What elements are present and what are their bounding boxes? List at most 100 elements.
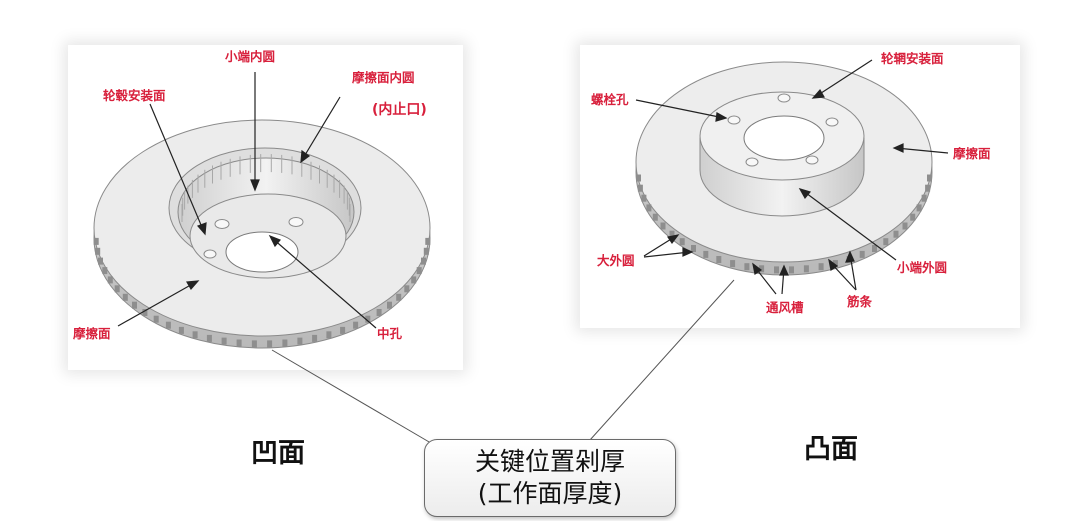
right-vent-slot (910, 213, 916, 221)
left-vent-slot (192, 331, 198, 339)
left-vent-slot (122, 293, 128, 301)
label-inner-stop: (内止口) (372, 102, 427, 118)
label-convex-face: 凸面 (804, 434, 858, 465)
leader-friction-face-left (117, 281, 197, 327)
right-vent-slot (789, 266, 794, 274)
label-center-hole: 中孔 (377, 326, 403, 341)
left-center-hole (225, 231, 299, 273)
right-vent-slot (927, 174, 932, 182)
left-vent-slot (98, 257, 103, 265)
label-friction-inner-circle: 摩擦面内圆 (352, 70, 415, 85)
left-vent-slot (153, 315, 159, 323)
left-vent-slot (404, 285, 410, 293)
connector-left (271, 349, 437, 447)
leader-hub-mount-right (814, 59, 873, 98)
label-hub-mount-face-right: 轮辋安装面 (881, 51, 944, 66)
left-vent-slot (411, 276, 417, 284)
label-hub-mount-face-left: 轮毂安装面 (103, 88, 166, 103)
right-vent-slot (774, 266, 779, 274)
left-vent-slot (421, 257, 426, 265)
left-vent-slots (93, 237, 431, 348)
left-brake-disc (93, 119, 431, 349)
left-vent-slot (353, 321, 359, 329)
right-vent-slot (730, 260, 736, 268)
left-vent-slot (165, 321, 171, 329)
leader-large-outer-circle-2 (643, 251, 691, 258)
right-vent-slot (818, 263, 824, 271)
leader-center-hole (271, 237, 377, 329)
right-vent-slot (859, 250, 865, 258)
right-vent-slot (703, 250, 709, 258)
left-vent-slot (178, 326, 184, 334)
label-small-end-inner-circle: 小端内圆 (225, 49, 276, 64)
right-vent-slot (641, 194, 647, 202)
left-vent-slot (297, 337, 303, 345)
right-bolt-hole-2 (777, 93, 791, 103)
left-bolt-hole-3 (203, 249, 217, 259)
right-vent-slot (669, 230, 675, 238)
right-vent-slots (636, 174, 932, 274)
left-vent-slot (376, 309, 382, 316)
right-center-hole (743, 115, 825, 161)
left-vent-slot (387, 301, 392, 309)
left-vent-slot (251, 340, 257, 348)
right-vent-slot (636, 174, 641, 182)
right-vent-slot (744, 263, 750, 271)
right-vent-slot (883, 238, 889, 246)
leader-bolt-hole (635, 99, 725, 119)
right-vent-slot (679, 238, 685, 246)
label-friction-face-left: 摩擦面 (73, 326, 111, 341)
label-friction-face-right: 摩擦面 (953, 146, 991, 161)
left-vent-slot (236, 339, 242, 347)
right-brake-disc (635, 61, 933, 276)
right-vent-slot (916, 204, 922, 212)
right-vent-slot (921, 194, 927, 202)
callout-line-1: 关键位置剁厚 (474, 447, 625, 476)
left-vent-slot (142, 309, 148, 316)
left-bolt-hole-1 (214, 219, 230, 229)
right-bolt-hole-3 (825, 117, 839, 127)
left-vent-slot (132, 301, 137, 309)
left-vent-slot (221, 337, 227, 345)
right-vent-slot (832, 260, 838, 268)
leader-friction-inner-circle (301, 96, 341, 161)
left-vent-slot (206, 334, 212, 342)
label-small-end-outer-circle: 小端外圆 (897, 260, 948, 275)
left-vent-slot (93, 237, 99, 245)
left-vent-slot (114, 285, 120, 293)
callout-connectors (271, 279, 735, 447)
label-large-outer-circle: 大外圆 (597, 253, 635, 268)
left-inner-ribs (181, 154, 351, 222)
left-vent-slot (340, 326, 346, 334)
right-bolt-hole-1 (727, 115, 741, 125)
left-vent-slot (95, 247, 101, 255)
right-bolt-hole-5 (745, 157, 759, 167)
right-vent-slot (893, 230, 899, 238)
callout-line-2: (工作面厚度) (477, 479, 623, 508)
left-vent-slot (425, 237, 431, 245)
right-vent-slot (925, 184, 931, 192)
right-vent-slot (637, 184, 643, 192)
label-bolt-hole: 螺栓孔 (591, 92, 629, 107)
right-vent-slot (759, 265, 765, 273)
right-vent-slot (872, 245, 877, 252)
leader-friction-face-right (895, 147, 949, 154)
left-vent-slot (102, 267, 108, 275)
right-vent-slot (902, 222, 908, 230)
right-vent-slot (803, 265, 809, 273)
thickness-callout-box: 关键位置剁厚 (工作面厚度) (424, 439, 676, 517)
right-vent-slot (652, 213, 658, 221)
label-concave-face: 凹面 (251, 438, 305, 469)
connector-right (589, 279, 735, 441)
left-vent-slot (365, 315, 371, 323)
leader-lines (117, 59, 949, 329)
left-vent-slot (416, 267, 422, 275)
left-vent-slot (312, 334, 318, 342)
label-vent-slot: 通风槽 (766, 300, 804, 315)
right-vent-slot (646, 204, 652, 212)
right-vent-slot (691, 245, 696, 252)
leader-small-end-outer-circle (801, 189, 897, 261)
right-vent-slot (716, 256, 722, 263)
right-vent-slot (660, 222, 666, 230)
